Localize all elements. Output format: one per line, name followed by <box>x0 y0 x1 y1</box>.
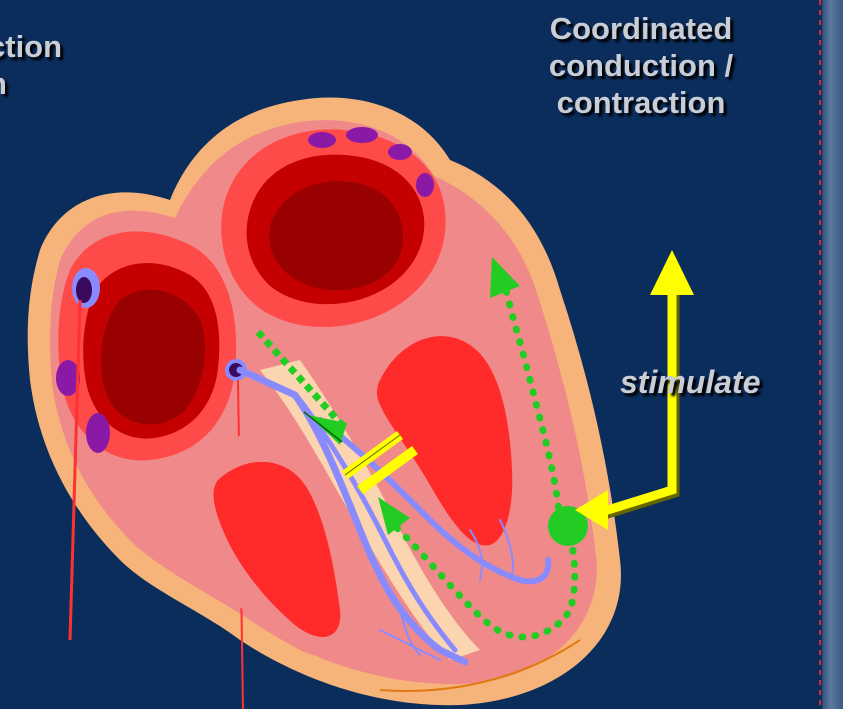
coordinated-line-3: contraction <box>482 84 800 121</box>
left-cut-line-2: n <box>0 65 62 102</box>
coordinated-line-2: conduction / <box>482 47 800 84</box>
left-cut-line-1: ction <box>0 28 62 65</box>
left-atrium <box>58 231 236 460</box>
coordinated-conduction-label: Coordinated conduction / contraction <box>482 10 800 121</box>
left-cut-label: ction n <box>0 28 62 102</box>
coordinated-line-1: Coordinated <box>482 10 800 47</box>
stimulate-label: stimulate <box>620 364 760 401</box>
